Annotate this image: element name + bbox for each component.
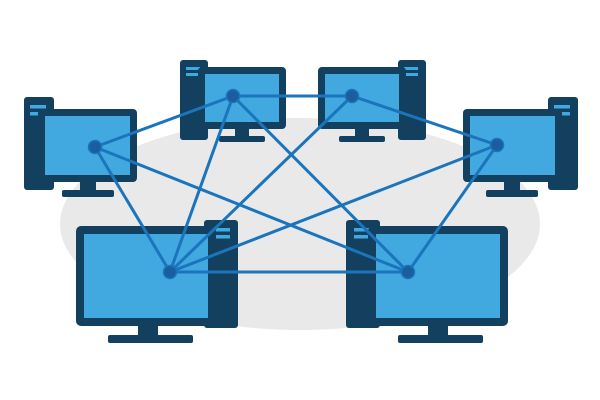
tower-vent bbox=[404, 67, 418, 70]
links-layer bbox=[93, 94, 499, 274]
network-link-pc-top-left--pc-top-middle-left bbox=[93, 94, 235, 149]
network-node-pc-top-middle-right bbox=[344, 88, 360, 104]
monitor-screen bbox=[45, 116, 130, 175]
tower-vent bbox=[186, 67, 200, 70]
desktop-computer-icon-bottom-left bbox=[76, 220, 238, 343]
network-node-pc-top-right bbox=[489, 137, 505, 153]
network-link-pc-top-middle-right--pc-top-right bbox=[350, 94, 499, 147]
monitor-stand-base bbox=[62, 190, 114, 197]
monitor-stand-neck bbox=[80, 182, 96, 191]
monitor-stand-base bbox=[398, 335, 483, 343]
tower-vent bbox=[214, 235, 230, 239]
network-node-pc-bottom-right bbox=[400, 264, 416, 280]
tower-vent bbox=[354, 235, 370, 239]
tower-vent bbox=[404, 73, 418, 76]
network-node-pc-top-middle-left bbox=[225, 88, 241, 104]
monitor-stand-neck bbox=[235, 129, 249, 137]
monitor-stand-base bbox=[219, 136, 265, 142]
monitor-stand-base bbox=[108, 335, 193, 343]
network-link-pc-top-left--pc-bottom-left bbox=[93, 145, 172, 274]
monitor-screen bbox=[205, 74, 279, 122]
desktop-computer-icon-bottom-right bbox=[346, 220, 508, 343]
network-link-pc-top-middle-left--pc-bottom-right bbox=[231, 94, 410, 274]
monitor-stand-neck bbox=[428, 326, 448, 336]
nodes-layer bbox=[87, 88, 505, 280]
network-link-pc-top-right--pc-bottom-left bbox=[168, 143, 499, 274]
network-link-pc-top-middle-left--pc-bottom-left bbox=[168, 94, 235, 274]
tower-vent bbox=[554, 105, 570, 109]
monitor-stand-base bbox=[339, 136, 385, 142]
network-link-pc-top-right--pc-bottom-right bbox=[406, 143, 499, 274]
network-link-pc-top-left--pc-bottom-right bbox=[93, 145, 410, 274]
tower-vent bbox=[30, 105, 46, 109]
monitor-stand-base bbox=[486, 190, 538, 197]
network-node-pc-top-left bbox=[87, 139, 103, 155]
monitor-screen bbox=[376, 234, 500, 318]
network-link-pc-top-middle-right--pc-bottom-left bbox=[168, 94, 354, 274]
monitor-stand-neck bbox=[138, 326, 158, 336]
tower-vent bbox=[214, 228, 230, 232]
monitor-stand-neck bbox=[504, 182, 520, 191]
monitor-screen bbox=[84, 234, 208, 318]
network-node-pc-bottom-left bbox=[162, 264, 178, 280]
tower-vent bbox=[354, 228, 370, 232]
monitor-stand-neck bbox=[355, 129, 369, 137]
desktop-computer-icon-top-left bbox=[24, 97, 137, 197]
desktop-computer-icon-top-right bbox=[463, 97, 578, 197]
tower-vent bbox=[186, 73, 200, 76]
desktop-computer-icon-top-middle-left bbox=[180, 60, 286, 142]
